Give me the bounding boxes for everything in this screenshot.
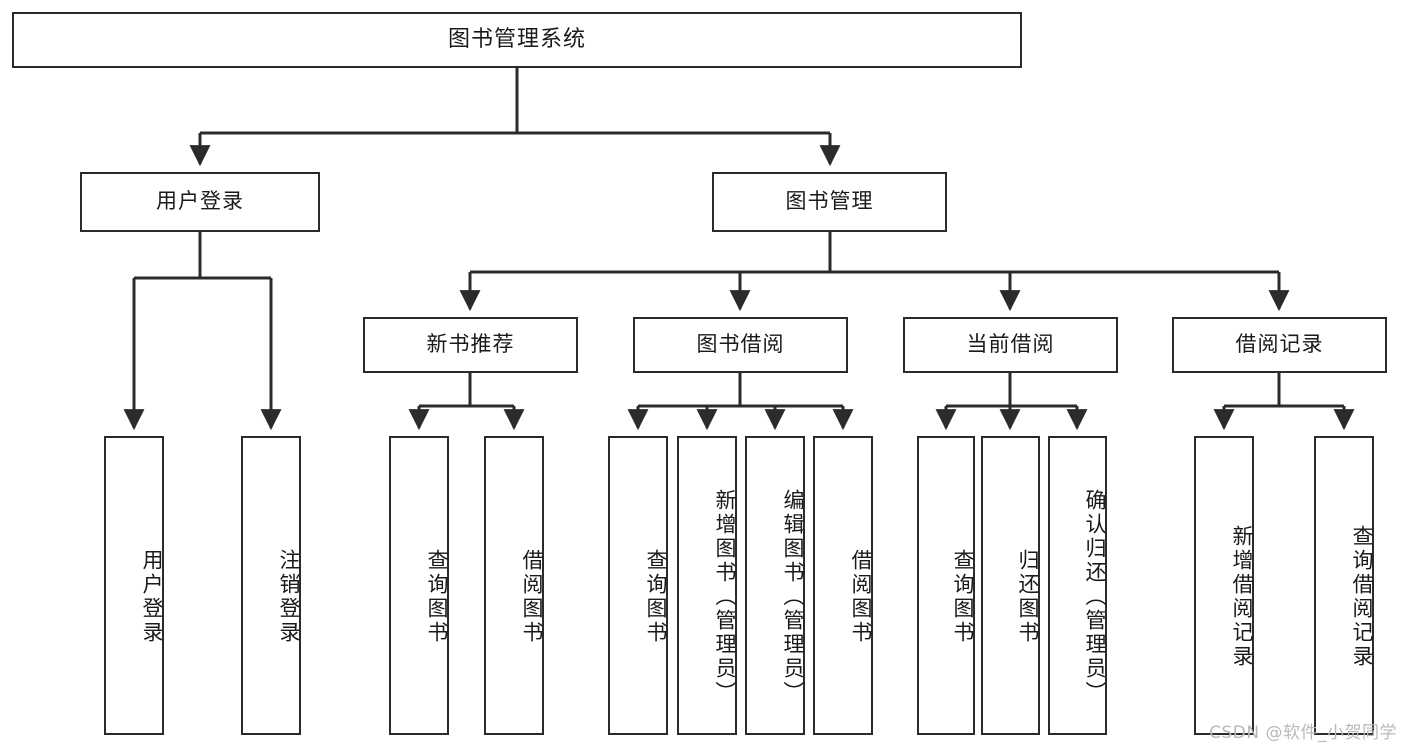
node-leaf-edit-book-admin-label: 编辑图书（管理员） <box>781 488 805 705</box>
node-leaf-user-login[interactable]: 用户登录 <box>104 436 164 735</box>
node-leaf-logout-login-label: 注销登录 <box>277 548 301 645</box>
node-root-label: 图书管理系统 <box>447 26 586 52</box>
node-leaf-confirm-return-admin[interactable]: 确认归还（管理员） <box>1048 436 1107 735</box>
node-leaf-confirm-return-admin-label: 确认归还（管理员） <box>1083 488 1107 705</box>
node-book-borrow[interactable]: 图书借阅 <box>633 317 848 373</box>
node-leaf-query-books-borrow[interactable]: 查询图书 <box>608 436 668 735</box>
node-leaf-return-books-label: 归还图书 <box>1016 548 1040 645</box>
node-current-borrow[interactable]: 当前借阅 <box>903 317 1118 373</box>
node-borrow-record[interactable]: 借阅记录 <box>1172 317 1387 373</box>
node-leaf-query-books-new-label: 查询图书 <box>425 548 449 645</box>
node-leaf-borrow-books[interactable]: 借阅图书 <box>813 436 873 735</box>
node-leaf-query-borrow-record[interactable]: 查询借阅记录 <box>1314 436 1374 735</box>
node-leaf-add-borrow-record-label: 新增借阅记录 <box>1230 524 1254 669</box>
node-book-borrow-label: 图书借阅 <box>696 332 785 357</box>
node-leaf-add-book-admin-label: 新增图书（管理员） <box>713 488 737 705</box>
node-leaf-query-books-current-label: 查询图书 <box>951 548 975 645</box>
node-user-login[interactable]: 用户登录 <box>80 172 320 232</box>
node-leaf-borrow-books-label: 借阅图书 <box>849 548 873 645</box>
node-book-management-label: 图书管理 <box>785 189 874 214</box>
node-leaf-user-login-label: 用户登录 <box>140 548 164 645</box>
node-leaf-add-borrow-record[interactable]: 新增借阅记录 <box>1194 436 1254 735</box>
node-leaf-query-books-current[interactable]: 查询图书 <box>917 436 975 735</box>
node-leaf-query-books-new[interactable]: 查询图书 <box>389 436 449 735</box>
node-leaf-borrow-books-new-label: 借阅图书 <box>520 548 544 645</box>
node-current-borrow-label: 当前借阅 <box>966 332 1055 357</box>
node-borrow-record-label: 借阅记录 <box>1235 332 1324 357</box>
node-new-book-recommendation-label: 新书推荐 <box>426 332 515 357</box>
node-leaf-add-book-admin[interactable]: 新增图书（管理员） <box>677 436 737 735</box>
node-leaf-query-borrow-record-label: 查询借阅记录 <box>1350 524 1374 669</box>
node-leaf-edit-book-admin[interactable]: 编辑图书（管理员） <box>745 436 805 735</box>
node-leaf-logout-login[interactable]: 注销登录 <box>241 436 301 735</box>
node-book-management[interactable]: 图书管理 <box>712 172 947 232</box>
node-leaf-return-books[interactable]: 归还图书 <box>981 436 1040 735</box>
node-new-book-recommendation[interactable]: 新书推荐 <box>363 317 578 373</box>
node-leaf-query-books-borrow-label: 查询图书 <box>644 548 668 645</box>
node-leaf-borrow-books-new[interactable]: 借阅图书 <box>484 436 544 735</box>
node-user-login-label: 用户登录 <box>156 189 244 214</box>
watermark-text: CSDN @软件_小贺同学 <box>1209 723 1397 743</box>
node-root-system[interactable]: 图书管理系统 <box>12 12 1022 68</box>
